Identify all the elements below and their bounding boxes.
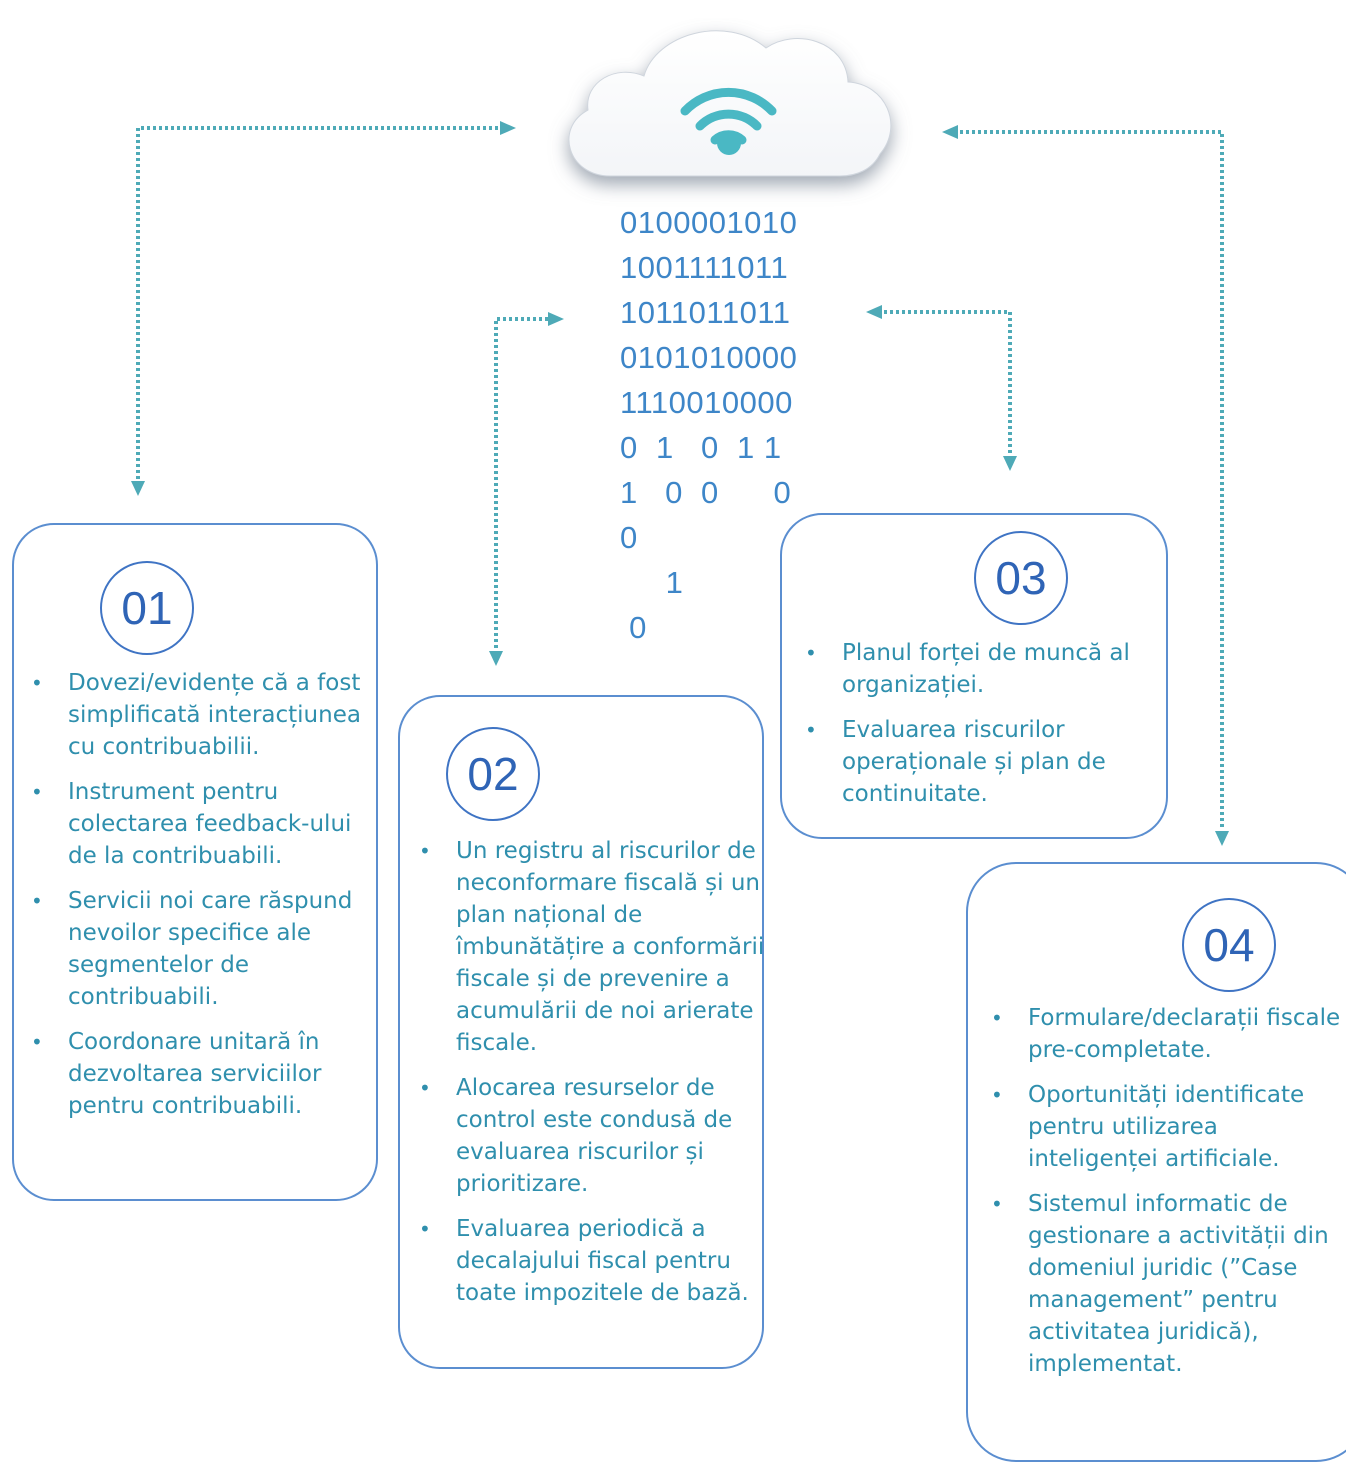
arrowhead-01-bottom xyxy=(131,481,145,496)
list-item: • Oportunități identificate pentru utiliz… xyxy=(988,1079,1346,1175)
binary-row: 1001111011 xyxy=(620,250,789,285)
list-item-text: Evaluarea riscurilor operaționale și pla… xyxy=(842,717,1106,807)
binary-row: 1 xyxy=(620,565,684,600)
list-item-text: Servicii noi care răspund nevoilor speci… xyxy=(68,888,353,1010)
bullet-icon: • xyxy=(805,641,817,665)
list-item: • Un registru al riscurilor de neconforma… xyxy=(416,835,766,1059)
list-item-text: Un registru al riscurilor de neconformar… xyxy=(456,838,765,1056)
list-item: • Coordonare unitară în dezvoltarea servi… xyxy=(28,1026,378,1122)
connector-layer xyxy=(131,121,1229,846)
list-item-text: Oportunități identificate pentru utiliza… xyxy=(1028,1082,1305,1172)
connector-binary-to-02 xyxy=(494,317,548,652)
list-item-text: Sistemul informatic de gestionare a acti… xyxy=(1028,1191,1329,1377)
binary-row: 0100001010 xyxy=(620,205,798,240)
list-item: • Sistemul informatic de gestionare a act… xyxy=(988,1188,1346,1380)
list-item: • Planul forței de muncă al organizației. xyxy=(802,637,1166,701)
list-item-text: Alocarea resurselor de control este cond… xyxy=(456,1075,733,1197)
list-item-text: Dovezi/evidențe că a fost simplificată i… xyxy=(68,670,361,760)
binary-row: 0 xyxy=(620,610,647,645)
arrowhead-01-top xyxy=(500,121,516,135)
arrowhead-03-top xyxy=(866,305,882,319)
list-item: • Dovezi/evidențe că a fost simplificată … xyxy=(28,667,378,763)
card-list: • Dovezi/evidențe că a fost simplificată … xyxy=(28,667,378,1135)
bullet-icon: • xyxy=(31,889,43,913)
list-item-text: Planul forței de muncă al organizației. xyxy=(842,640,1130,698)
arrowhead-04-top xyxy=(942,125,958,139)
card-list: • Formulare/declarații fiscale pre-comple… xyxy=(988,1002,1346,1393)
bullet-icon: • xyxy=(31,671,43,695)
card-number: 01 xyxy=(100,561,194,655)
bullet-icon: • xyxy=(805,718,817,742)
bullet-icon: • xyxy=(419,839,431,863)
arrowhead-02-bottom xyxy=(489,651,503,666)
bullet-icon: • xyxy=(991,1192,1003,1216)
list-item: • Evaluarea riscurilor operaționale și pl… xyxy=(802,714,1166,810)
list-item-text: Evaluarea periodică a decalajului fiscal… xyxy=(456,1216,749,1306)
card-02: 02 • Un registru al riscurilor de neconfo… xyxy=(398,695,764,1369)
cloud-icon xyxy=(568,30,892,177)
bullet-icon: • xyxy=(419,1217,431,1241)
binary-stream: 0100001010 1001111011 1011011011 0101010… xyxy=(620,200,860,650)
card-number: 03 xyxy=(974,531,1068,625)
list-item-text: Coordonare unitară în dezvoltarea servic… xyxy=(68,1029,322,1119)
bullet-icon: • xyxy=(991,1083,1003,1107)
list-item: • Alocarea resurselor de control este con… xyxy=(416,1072,766,1200)
card-03: 03 • Planul forței de muncă al organizați… xyxy=(780,513,1168,839)
list-item-text: Instrument pentru colectarea feedback-ul… xyxy=(68,779,352,869)
arrowhead-03-bottom xyxy=(1003,456,1017,471)
card-list: • Planul forței de muncă al organizației.… xyxy=(802,637,1166,823)
connector-cloud-to-04 xyxy=(960,130,1224,828)
bullet-icon: • xyxy=(419,1076,431,1100)
card-number: 02 xyxy=(446,727,540,821)
arrowhead-04-bottom xyxy=(1215,831,1229,846)
list-item: • Evaluarea periodică a decalajului fisca… xyxy=(416,1213,766,1309)
card-list: • Un registru al riscurilor de neconforma… xyxy=(416,835,766,1322)
arrowhead-02-top xyxy=(548,312,564,326)
bullet-icon: • xyxy=(31,1030,43,1054)
binary-row: 0101010000 xyxy=(620,340,798,375)
card-number: 04 xyxy=(1182,898,1276,992)
binary-row: 0 xyxy=(620,520,638,555)
list-item: • Servicii noi care răspund nevoilor spec… xyxy=(28,885,378,1013)
binary-row: 1011011011 xyxy=(620,295,791,330)
binary-row: 0 1 0 1 1 xyxy=(620,430,782,465)
binary-row: 1110010000 xyxy=(620,385,793,420)
list-item: • Formulare/declarații fiscale pre-comple… xyxy=(988,1002,1346,1066)
wifi-dot xyxy=(717,131,741,155)
connector-binary-to-03 xyxy=(884,310,1012,456)
binary-row: 1 0 0 0 xyxy=(620,475,792,510)
cloud xyxy=(540,18,920,208)
list-item-text: Formulare/declarații fiscale pre-complet… xyxy=(1028,1005,1341,1063)
connector-cloud-to-01 xyxy=(136,126,498,482)
list-item: • Instrument pentru colectarea feedback-u… xyxy=(28,776,378,872)
card-01: 01 • Dovezi/evidențe că a fost simplifica… xyxy=(12,523,378,1201)
card-04: 04 • Formulare/declarații fiscale pre-com… xyxy=(966,862,1346,1462)
bullet-icon: • xyxy=(991,1006,1003,1030)
bullet-icon: • xyxy=(31,780,43,804)
